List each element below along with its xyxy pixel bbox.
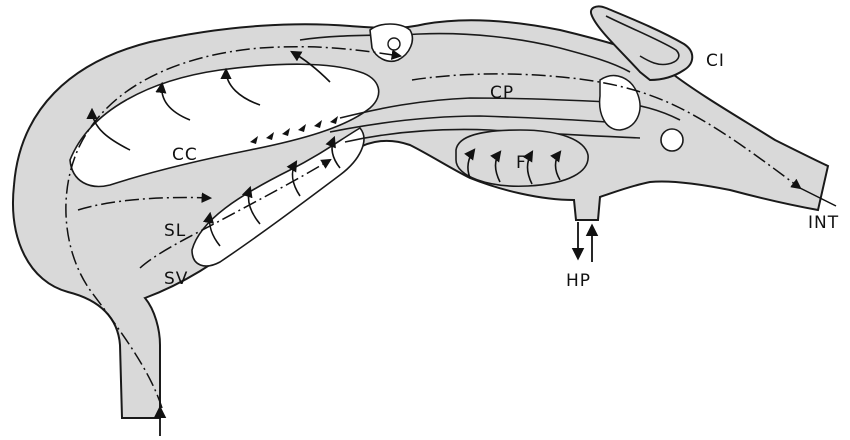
label-cp: CP	[490, 83, 514, 103]
organ-outline	[13, 20, 828, 418]
label-cc: CC	[172, 145, 198, 165]
label-ci: CI	[706, 51, 725, 71]
label-sl: SL	[164, 221, 186, 241]
label-hp: HP	[566, 271, 591, 291]
label-sv: SV	[164, 269, 188, 289]
label-int: INT	[808, 213, 839, 233]
junction-ring	[661, 129, 683, 151]
label-f: F	[516, 153, 527, 173]
